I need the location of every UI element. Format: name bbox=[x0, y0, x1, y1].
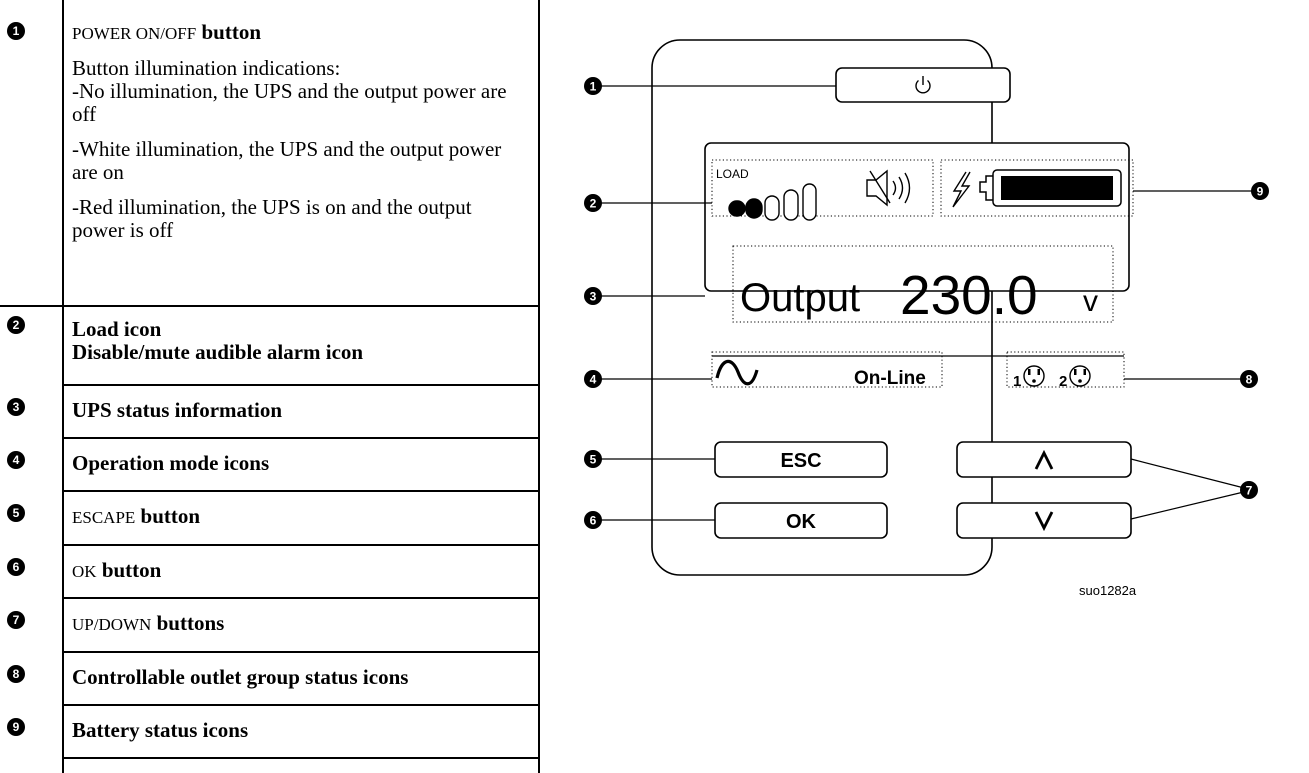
battery-zone bbox=[940, 159, 1134, 217]
load-bar-segment bbox=[728, 200, 746, 217]
load-bar-segment bbox=[745, 198, 763, 219]
item-2-line: Load icon bbox=[72, 317, 162, 341]
callout-circle bbox=[584, 194, 602, 212]
load-icon bbox=[728, 183, 817, 221]
item-1-description: POWER ON/OFF button Button illumination … bbox=[72, 21, 527, 242]
row-divider bbox=[62, 544, 539, 546]
item-number-badge: 5 bbox=[7, 504, 25, 522]
outlet-2-label: 2 bbox=[1059, 373, 1067, 390]
callout-number: 6 bbox=[590, 514, 597, 528]
load-bar-segment bbox=[802, 183, 817, 221]
item-7-name: UP/DOWN bbox=[72, 615, 152, 634]
item-6-name-suffix: button bbox=[101, 558, 162, 582]
item-1-detail: Button illumination indications: bbox=[72, 56, 341, 80]
callout-markers: 1 2 3 4 5 6 7 8 9 bbox=[584, 77, 1269, 529]
outlet-zone bbox=[1006, 351, 1125, 388]
callout-number: 5 bbox=[590, 453, 597, 467]
callout-circle bbox=[1240, 481, 1258, 499]
down-button[interactable] bbox=[956, 502, 1132, 539]
item-number-badge: 2 bbox=[7, 316, 25, 334]
ups-panel-figure: LOAD Output 230.0 v On-Line 1 2 bbox=[584, 39, 1269, 598]
load-label: LOAD bbox=[716, 167, 749, 181]
up-button[interactable] bbox=[956, 441, 1132, 478]
item-1-detail: -Red illumination, the UPS is on and the… bbox=[72, 195, 472, 242]
callout-circle bbox=[1240, 370, 1258, 388]
lightning-icon bbox=[952, 171, 971, 208]
figure-id: suo1282a bbox=[1079, 583, 1137, 598]
column-divider bbox=[62, 0, 64, 773]
item-5-name: ESCAPE bbox=[72, 508, 136, 527]
item-8-description: Controllable outlet group status icons bbox=[72, 665, 409, 689]
item-6-name: OK bbox=[72, 562, 97, 581]
mute-alarm-icon bbox=[866, 169, 911, 207]
item-number-badge: 6 bbox=[7, 558, 25, 576]
callout-number: 9 bbox=[1257, 185, 1264, 199]
item-1-name: POWER ON/OFF bbox=[72, 24, 197, 43]
callout-leaders bbox=[601, 85, 1253, 521]
outlet-icon bbox=[1069, 365, 1091, 387]
item-1-name-suffix: button bbox=[201, 20, 261, 44]
callout-circle bbox=[584, 287, 602, 305]
item-number-badge: 3 bbox=[7, 398, 25, 416]
callout-number: 7 bbox=[1246, 484, 1253, 498]
output-unit: v bbox=[1083, 285, 1098, 318]
row-divider bbox=[62, 437, 539, 439]
row-divider bbox=[62, 651, 539, 653]
item-7-name-suffix: buttons bbox=[156, 611, 225, 635]
down-arrow-icon bbox=[1034, 511, 1054, 532]
callout-number: 1 bbox=[590, 80, 597, 94]
item-7-description: UP/DOWN buttons bbox=[72, 612, 527, 636]
callout-number: 3 bbox=[590, 290, 597, 304]
item-2-line: Disable/mute audible alarm icon bbox=[72, 340, 364, 364]
power-icon bbox=[915, 76, 931, 94]
callout-circle bbox=[584, 450, 602, 468]
item-1-detail: -No illumination, the UPS and the output… bbox=[72, 79, 507, 126]
output-word: Output bbox=[740, 276, 860, 320]
outlet-1-label: 1 bbox=[1013, 373, 1021, 390]
item-6-description: OK button bbox=[72, 559, 527, 583]
esc-button-label: ESC bbox=[780, 450, 821, 472]
load-zone bbox=[711, 159, 934, 217]
callout-circle bbox=[584, 77, 602, 95]
item-number-badge: 1 bbox=[7, 22, 25, 40]
table-right-border bbox=[538, 0, 540, 773]
outlet-icon bbox=[1023, 365, 1045, 387]
item-number-badge: 9 bbox=[7, 718, 25, 736]
row-divider bbox=[62, 757, 539, 759]
up-arrow-icon bbox=[1034, 449, 1054, 470]
item-1-detail: -White illumination, the UPS and the out… bbox=[72, 137, 502, 184]
battery-icon bbox=[979, 169, 1122, 207]
item-5-description: ESCAPE button bbox=[72, 505, 527, 529]
item-4-description: Operation mode icons bbox=[72, 451, 270, 475]
callout-circle bbox=[1251, 182, 1269, 200]
load-bar-segment bbox=[764, 195, 780, 221]
output-value: 230.0 bbox=[900, 264, 1038, 326]
item-3-description: UPS status information bbox=[72, 398, 283, 422]
item-9-description: Battery status icons bbox=[72, 718, 249, 742]
output-zone-border bbox=[732, 245, 1114, 323]
item-number-badge: 4 bbox=[7, 451, 25, 469]
callout-circle bbox=[584, 370, 602, 388]
callout-number: 8 bbox=[1246, 373, 1253, 387]
operation-mode-text: On-Line bbox=[854, 368, 926, 389]
row-divider bbox=[0, 305, 539, 307]
callout-number: 4 bbox=[590, 373, 597, 387]
item-number-badge: 7 bbox=[7, 611, 25, 629]
row-divider bbox=[62, 597, 539, 599]
ok-button-label: OK bbox=[786, 511, 817, 533]
row-divider bbox=[62, 704, 539, 706]
sine-wave-icon bbox=[715, 359, 759, 386]
load-bar-segment bbox=[783, 189, 799, 221]
battery-charge-fill bbox=[1001, 176, 1113, 200]
item-number-badge: 8 bbox=[7, 665, 25, 683]
callout-number: 2 bbox=[590, 197, 597, 211]
callout-circle bbox=[584, 511, 602, 529]
item-5-name-suffix: button bbox=[140, 504, 201, 528]
row-divider bbox=[62, 490, 539, 492]
row-divider bbox=[62, 384, 539, 386]
item-2-description: Load icon Disable/mute audible alarm ico… bbox=[72, 318, 527, 364]
